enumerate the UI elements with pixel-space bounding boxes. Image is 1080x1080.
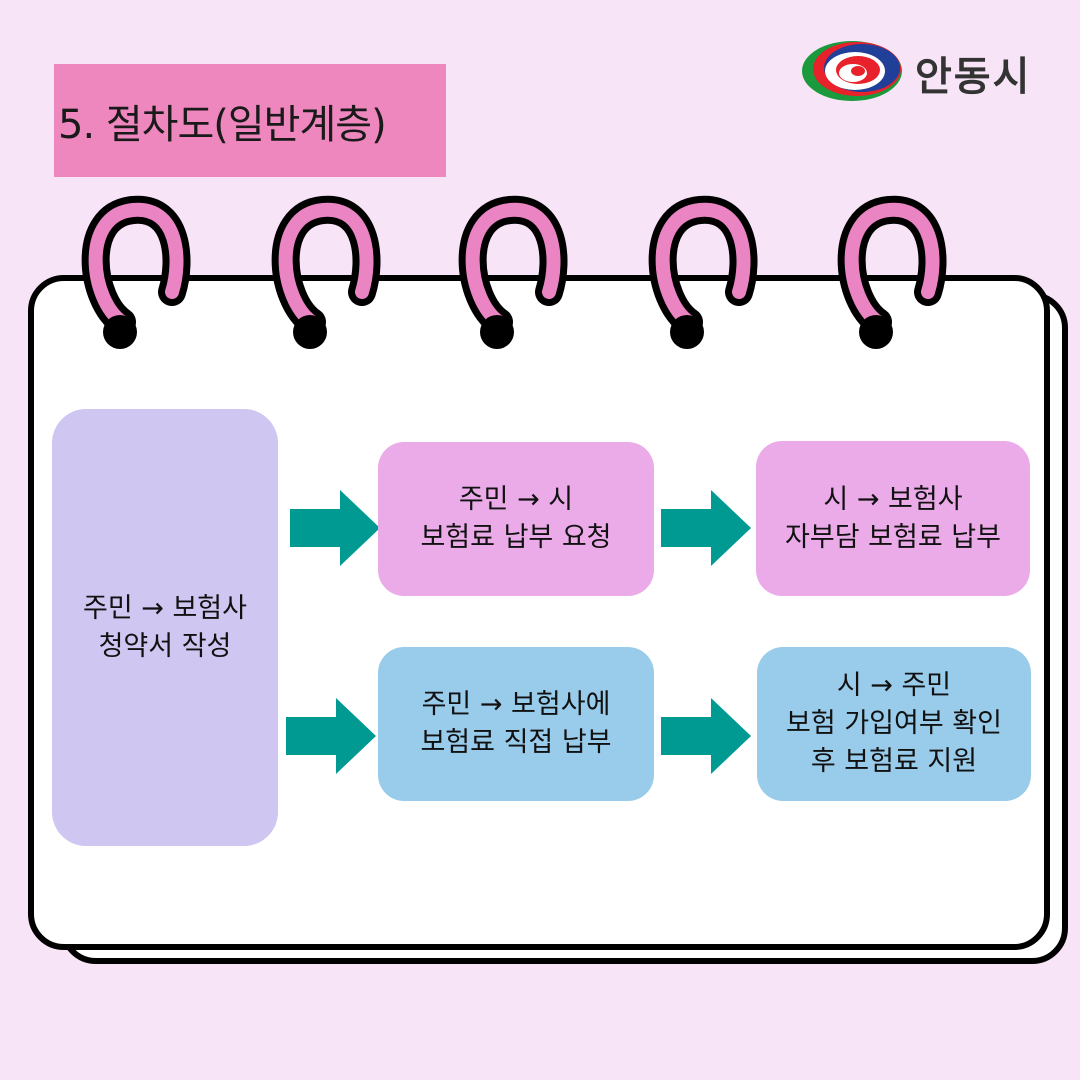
- upper-step2-box: 시 → 보험사 자부담 보험료 납부: [756, 441, 1030, 596]
- page-title: 5. 절차도(일반계층): [54, 64, 446, 177]
- city-logo: 안동시: [800, 38, 1060, 104]
- upper-step1-box: 주민 → 시 보험료 납부 요청: [378, 442, 654, 596]
- arrow-right-icon: [661, 698, 751, 774]
- city-name: 안동시: [915, 54, 1032, 100]
- lower-step1-box: 주민 → 보험사에 보험료 직접 납부: [378, 647, 654, 801]
- arrow-right-icon: [290, 490, 380, 566]
- lower-step2-box: 시 → 주민 보험 가입여부 확인 후 보험료 지원: [757, 647, 1031, 801]
- arrow-right-icon: [286, 698, 376, 774]
- andong-city-logo-icon: [802, 41, 902, 101]
- arrow-right-icon: [661, 490, 751, 566]
- start-step-box: 주민 → 보험사 청약서 작성: [52, 409, 278, 846]
